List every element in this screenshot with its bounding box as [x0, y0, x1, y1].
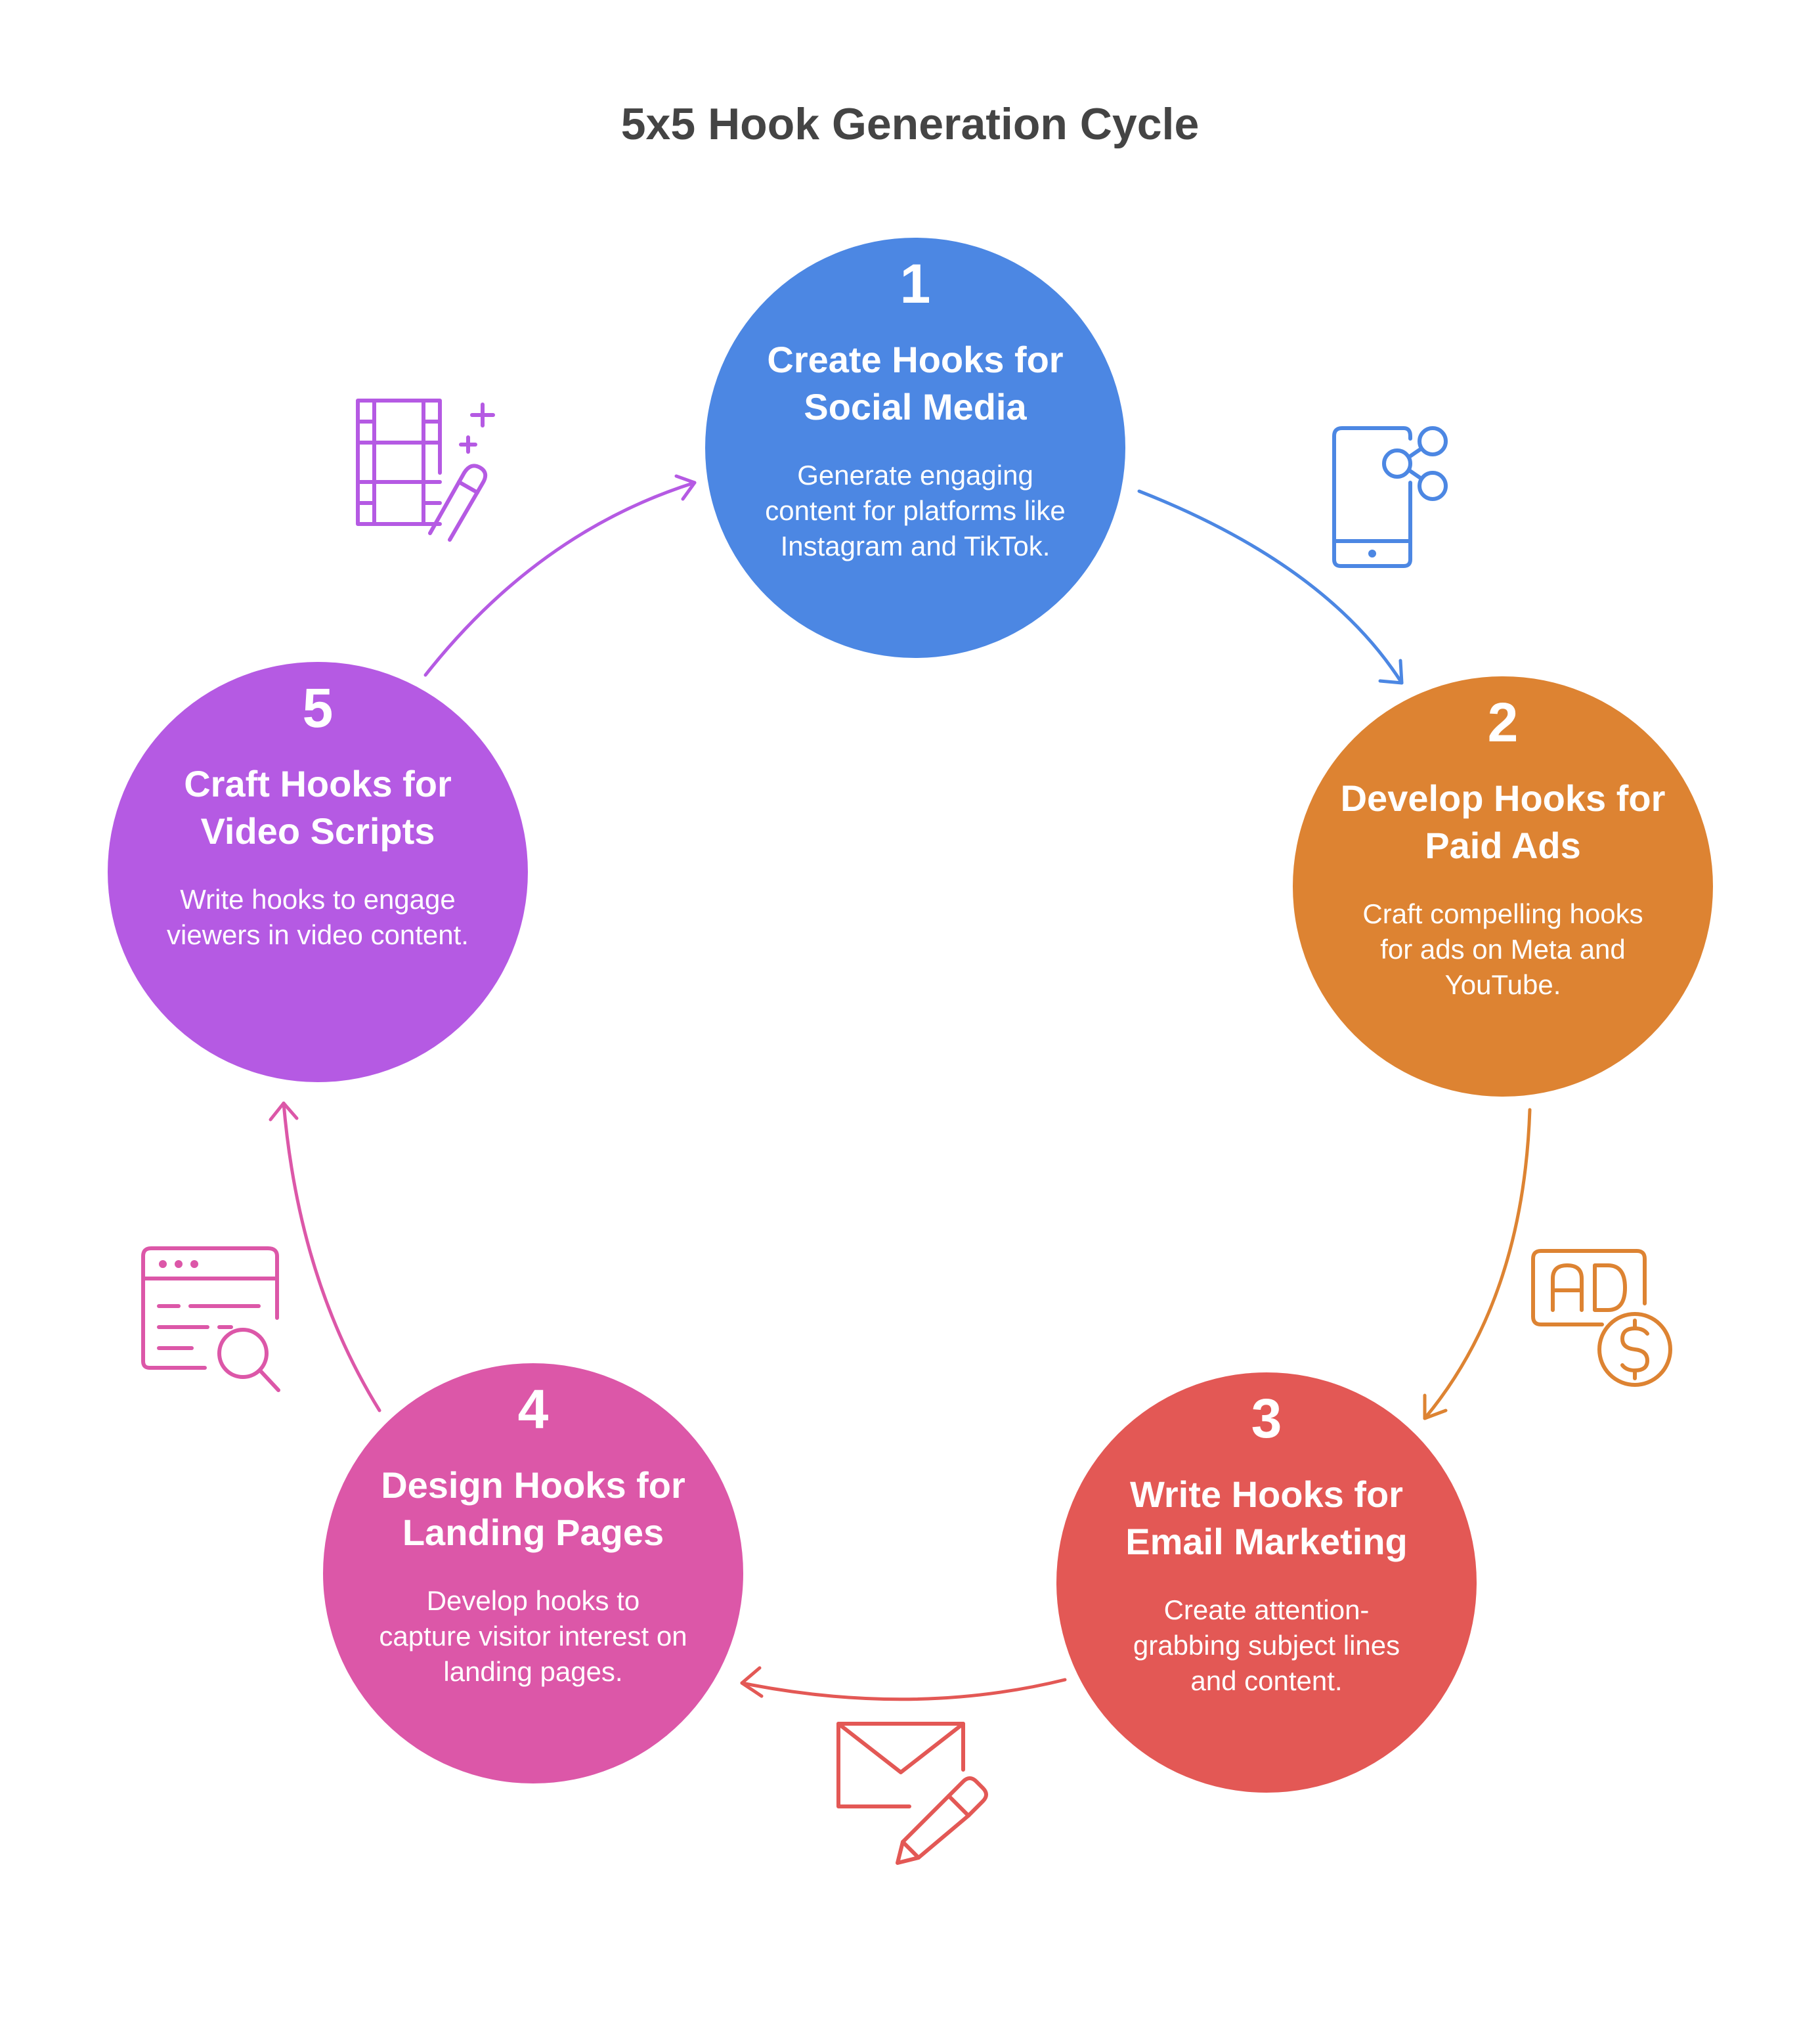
film-wand-icon: [356, 399, 495, 542]
diagram-title: 5x5 Hook Generation Cycle: [620, 99, 1200, 149]
envelope-pencil-icon: [836, 1722, 988, 1865]
step-circle-social-media: 1 Create Hooks for Social Media Generate…: [705, 238, 1125, 658]
step-description: Develop hooks to capture visitor interes…: [379, 1585, 687, 1687]
step-number: 5: [302, 677, 334, 739]
step-title: Create Hooks for Social Media: [767, 339, 1064, 427]
arrow-4-to-5: [269, 1101, 381, 1412]
step-number: 2: [1487, 691, 1519, 753]
step-description: Create attention-grabbing subject lines …: [1133, 1594, 1400, 1696]
step-circle-paid-ads: 2 Develop Hooks for Paid Ads Craft compe…: [1293, 676, 1713, 1097]
step-number: 3: [1251, 1388, 1282, 1449]
step-title: Develop Hooks for Paid Ads: [1340, 777, 1666, 866]
step-number: 4: [517, 1378, 549, 1440]
step-description: Craft compelling hooks for ads on Meta a…: [1362, 898, 1643, 1000]
step-title: Design Hooks for Landing Pages: [381, 1464, 685, 1553]
step-description: Write hooks to engage viewers in video c…: [167, 884, 469, 950]
step-title: Craft Hooks for Video Scripts: [184, 763, 452, 852]
step-title: Write Hooks for Email Marketing: [1125, 1474, 1408, 1562]
ad-dollar-icon: [1531, 1249, 1672, 1387]
step-circle-email-marketing: 3 Write Hooks for Email Marketing Create…: [1056, 1372, 1477, 1793]
webpage-search-icon: [141, 1246, 280, 1392]
step-circle-video-scripts: 5 Craft Hooks for Video Scripts Write ho…: [108, 662, 528, 1082]
arrow-2-to-3: [1423, 1108, 1532, 1420]
step-description: Generate engaging content for platforms …: [765, 460, 1066, 561]
step-circle-landing-pages: 4 Design Hooks for Landing Pages Develop…: [323, 1363, 743, 1783]
step-number: 1: [899, 253, 931, 315]
arrow-3-to-4: [740, 1666, 1067, 1701]
arrow-5-to-1: [423, 474, 697, 677]
arrow-1-to-2: [1137, 489, 1404, 685]
smartphone-share-icon: [1332, 426, 1448, 568]
